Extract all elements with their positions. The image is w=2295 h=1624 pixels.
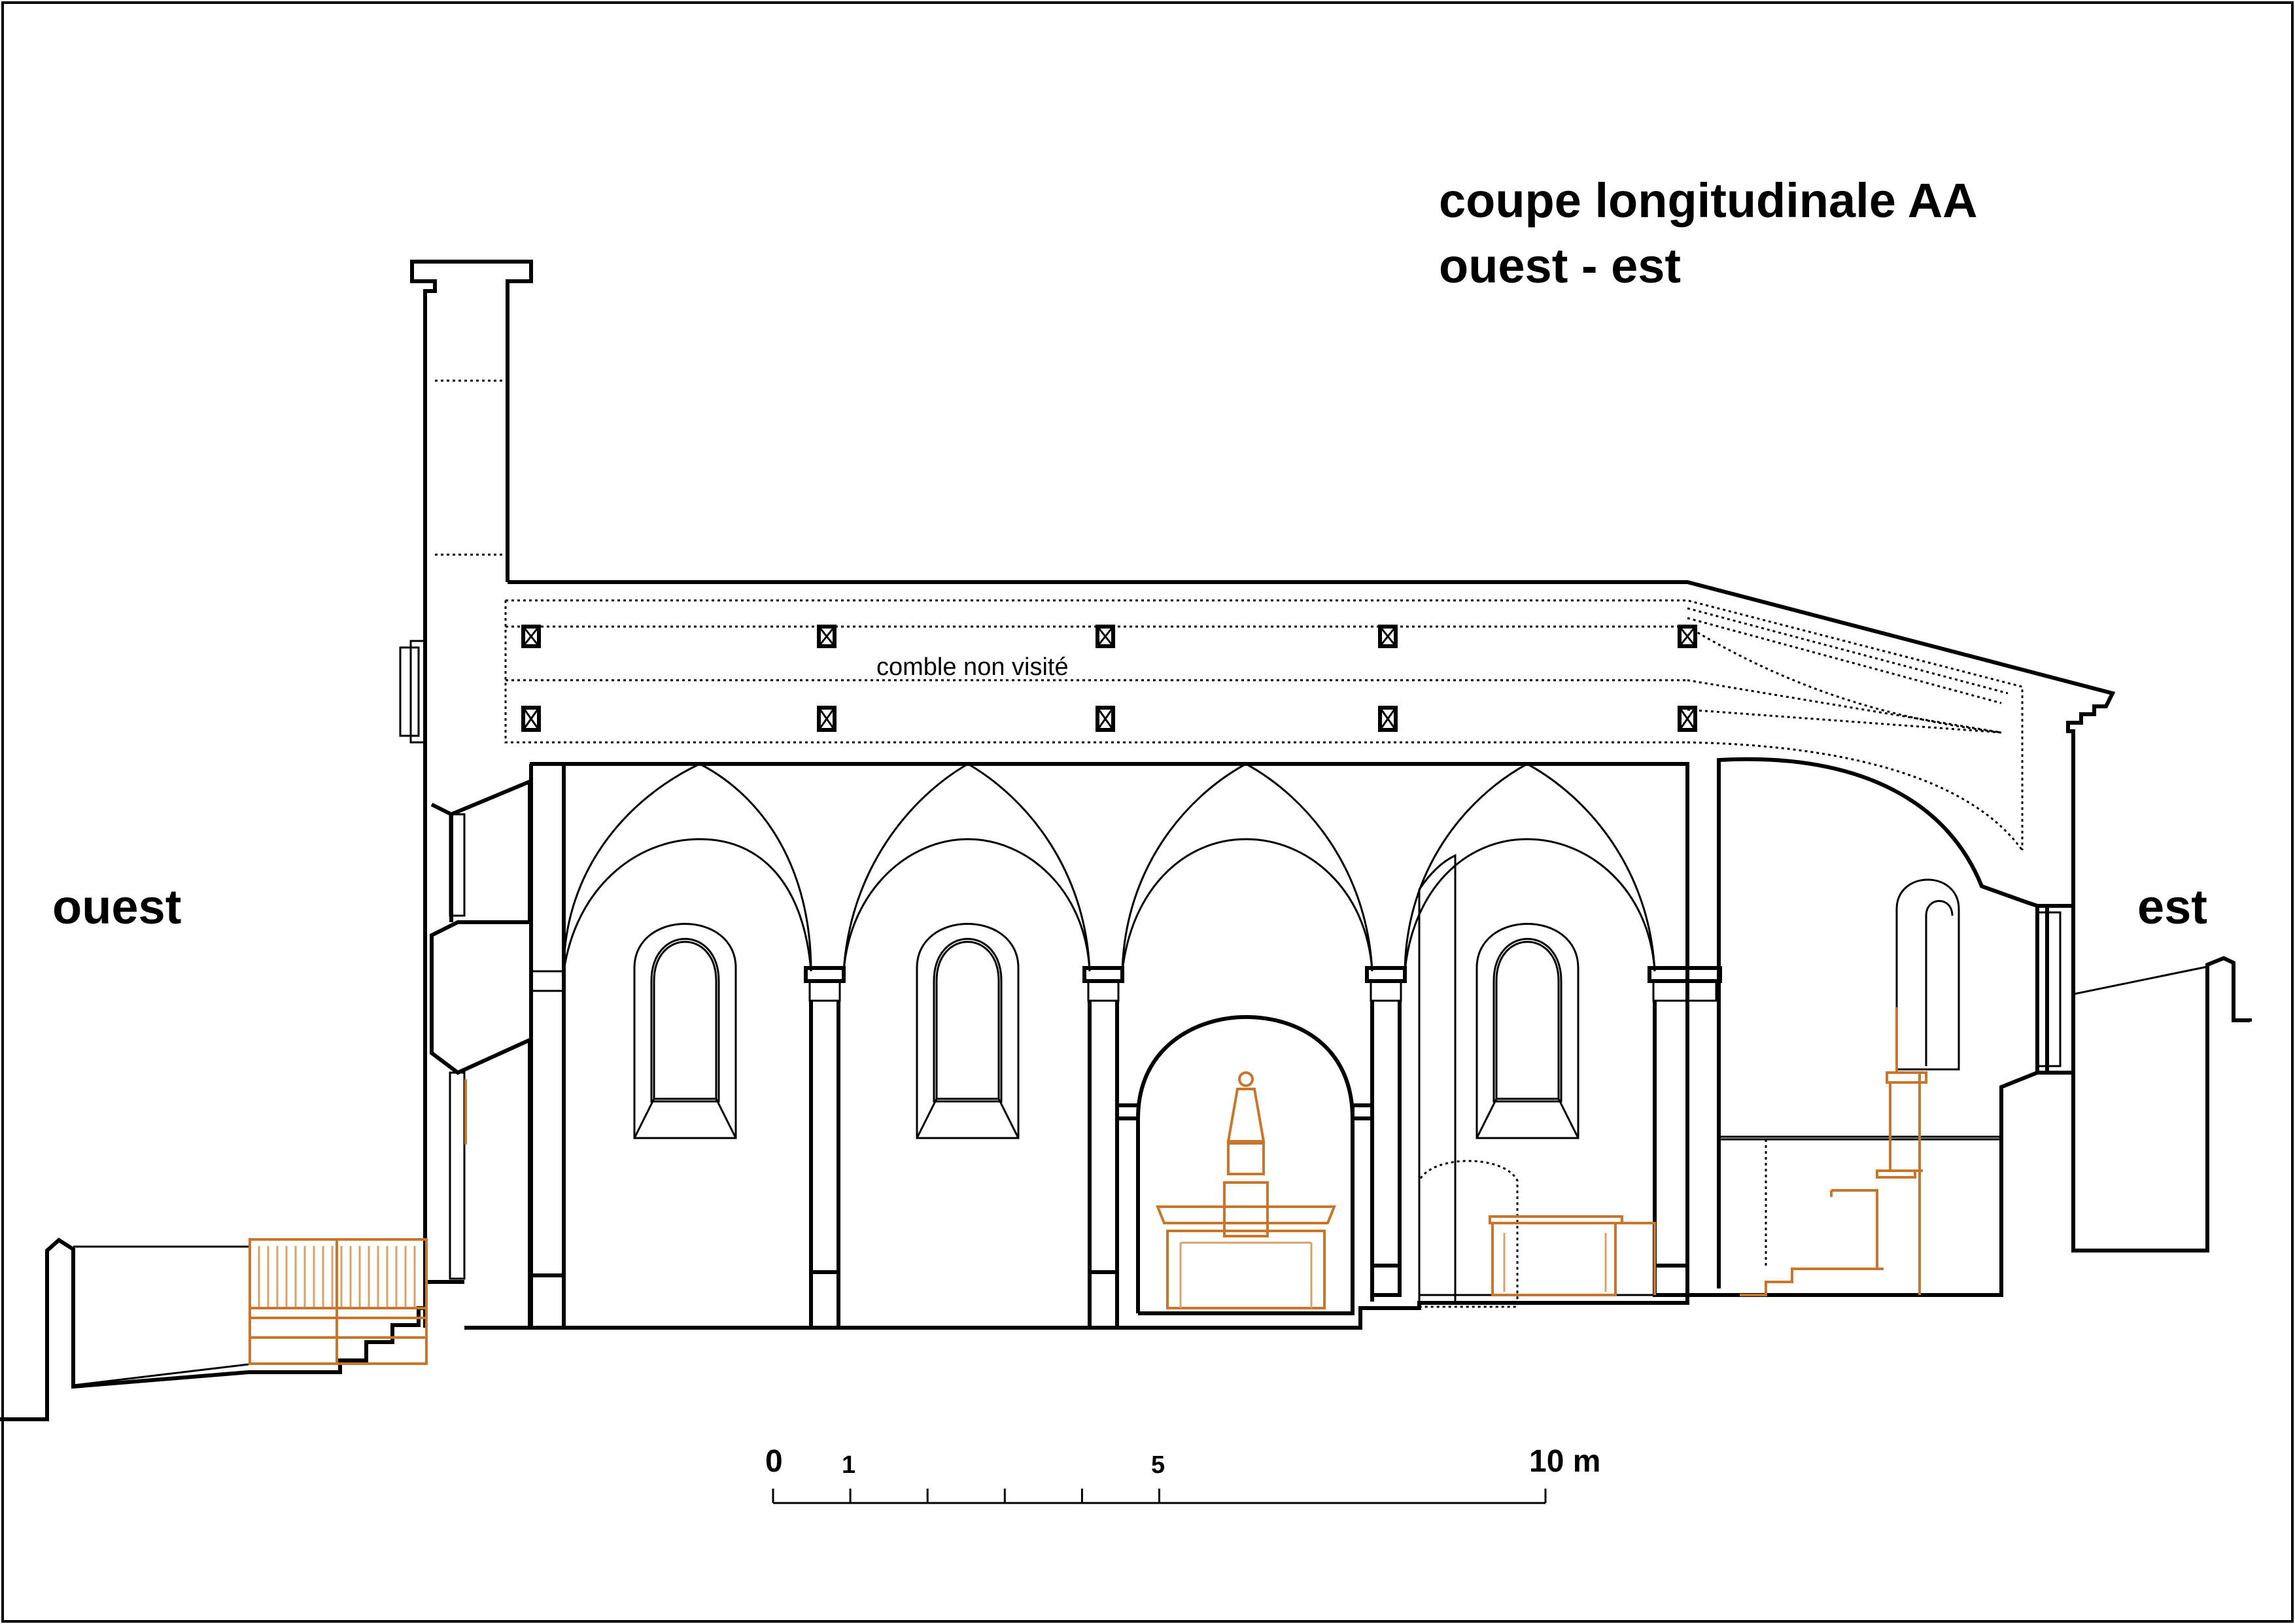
west-label: ouest <box>52 880 181 934</box>
nave-vaults <box>562 763 1656 1302</box>
east-label: est <box>2137 880 2207 934</box>
attic-note: comble non visité <box>876 653 1069 681</box>
scale-label-5: 5 <box>1151 1451 1165 1479</box>
scale-label-1: 1 <box>842 1451 855 1479</box>
apse-window <box>1895 878 1960 1071</box>
nave-ceiling <box>530 762 1689 1288</box>
attic-beam-markers <box>521 625 1697 732</box>
title-line-2: ouest - est <box>1439 239 1681 293</box>
bell-tower <box>399 260 533 1328</box>
scale-ticks <box>772 1489 1547 1503</box>
chancel-altar <box>1489 1215 1656 1296</box>
nave-piers <box>529 764 1722 1330</box>
ground-slope-west <box>73 1363 249 1387</box>
apse-vault <box>1717 757 2075 1297</box>
ground-line-east <box>2073 965 2208 995</box>
title-line-1: coupe longitudinale AA <box>1439 173 1978 228</box>
chapel-altar <box>1156 1071 1336 1309</box>
scale-bar: 0 1 5 10 m <box>765 1444 1600 1504</box>
nave-windows <box>633 923 1579 1139</box>
chancel-furniture <box>1740 1007 1927 1296</box>
nave-roof <box>508 580 2116 906</box>
scale-label-10: 10 m <box>1529 1444 1600 1479</box>
title-block: coupe longitudinale AA ouest - est <box>1439 173 1978 293</box>
scale-label-0: 0 <box>765 1444 783 1479</box>
chapel-niche <box>1117 1014 1372 1315</box>
doorway-dotted <box>1418 1160 1519 1308</box>
west-gallery <box>249 1238 428 1365</box>
east-wall <box>2071 956 2252 1253</box>
attic-zone: comble non visité <box>504 599 2024 851</box>
ground-west <box>0 1237 464 1421</box>
